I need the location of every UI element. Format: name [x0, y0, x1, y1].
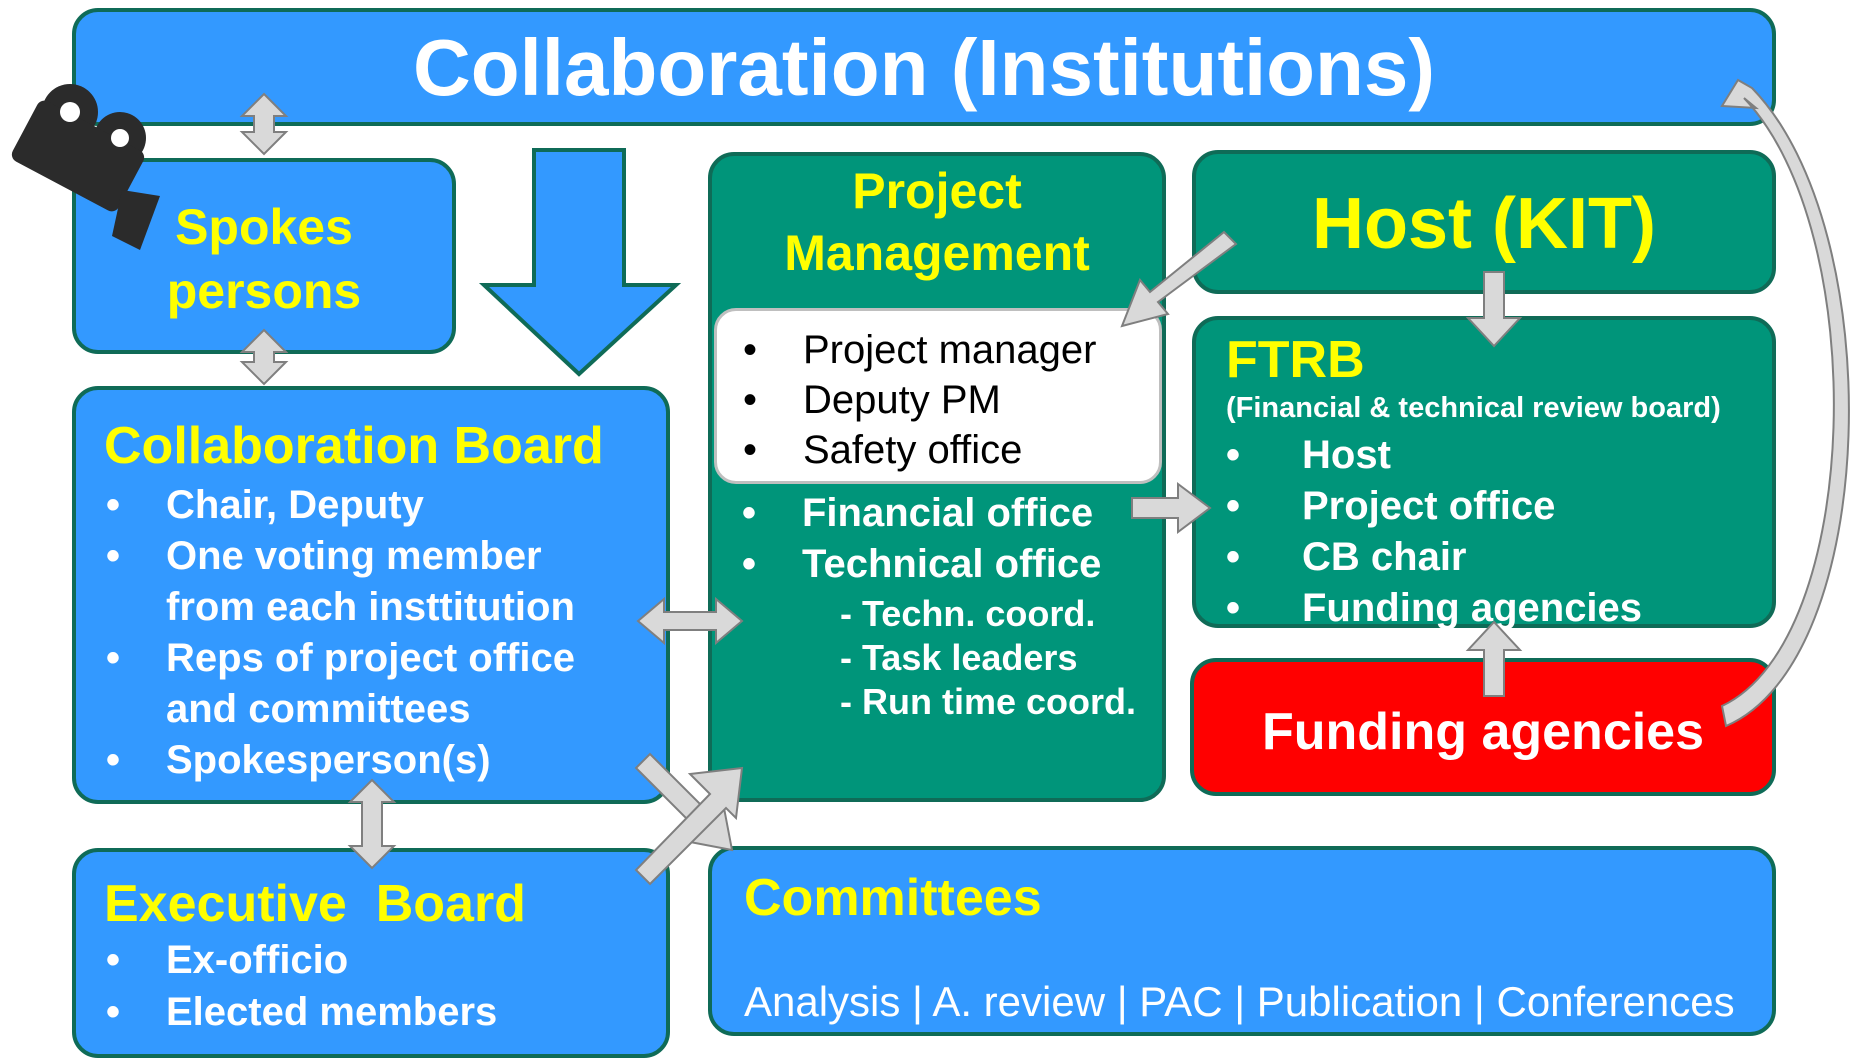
- item-text: Technical office: [802, 542, 1102, 586]
- list-item: • Funding agencies: [1226, 583, 1766, 634]
- project-management-title-2: Management: [784, 225, 1090, 281]
- collaboration-header: Collaboration (Institutions): [72, 8, 1776, 126]
- item-text: Reps of project office: [166, 636, 575, 680]
- spokespersons-title-2: persons: [166, 263, 362, 319]
- item-text-cont: from each insttitution: [166, 585, 575, 629]
- double-arrow-spokes-cb: [239, 328, 289, 386]
- double-arrow-cb-pm: [636, 596, 744, 646]
- list-item: • Technical office: [742, 539, 1162, 590]
- technical-sub-3: - Run time coord.: [840, 681, 1136, 722]
- technical-sub-2: - Task leaders: [840, 637, 1078, 678]
- item-text: Spokesperson(s): [166, 738, 491, 782]
- item-text: Host: [1302, 433, 1391, 477]
- executive-board-list: • Ex-officio • Elected members: [106, 934, 666, 1038]
- list-item: • CB chair: [1226, 532, 1766, 583]
- bullet: •: [743, 428, 758, 472]
- bullet: •: [106, 738, 121, 782]
- bullet: •: [1226, 433, 1241, 477]
- funding-agencies-title: Funding agencies: [1261, 703, 1705, 761]
- list-item: • Financial office: [742, 488, 1162, 539]
- spokespersons-title-1: Spokes: [175, 199, 353, 255]
- cross-arrow-2: [634, 766, 744, 886]
- bullet: •: [743, 378, 758, 422]
- double-arrow-header-spokes: [239, 92, 289, 156]
- bullet: •: [1226, 586, 1241, 630]
- arrow-host-pm: [1120, 230, 1238, 328]
- arrow-funding-ftrb: [1465, 620, 1523, 697]
- bullet: •: [106, 636, 121, 680]
- item-text: Project manager: [803, 328, 1097, 372]
- list-item: • Project manager: [743, 325, 1163, 375]
- bullet: •: [106, 483, 121, 527]
- list-item: • Reps of project office and committees: [106, 633, 666, 735]
- ftrb-subtitle: (Financial & technical review board): [1226, 392, 1721, 424]
- double-arrow-cb-eb: [347, 778, 397, 870]
- item-text: Ex-officio: [166, 938, 349, 982]
- bullet: •: [106, 534, 121, 578]
- item-text-cont: and committees: [166, 687, 471, 731]
- item-text: Safety office: [803, 428, 1023, 472]
- item-text: Financial office: [802, 491, 1094, 535]
- ftrb-box: FTRB (Financial & technical review board…: [1192, 316, 1776, 630]
- technical-sub-1: - Techn. coord.: [840, 593, 1096, 634]
- item-text: CB chair: [1302, 535, 1467, 579]
- bullet: •: [742, 542, 757, 586]
- bullet: •: [106, 990, 121, 1034]
- collaboration-board-title: Collaboration Board: [104, 417, 604, 475]
- host-box: Host (KIT): [1192, 150, 1776, 294]
- list-item: • Project office: [1226, 481, 1766, 532]
- list-item: • Spokesperson(s): [106, 735, 666, 786]
- big-down-arrow: [478, 148, 682, 377]
- item-text: Elected members: [166, 990, 498, 1034]
- list-item: • One voting member from each insttituti…: [106, 531, 666, 633]
- list-item: • Elected members: [106, 986, 666, 1038]
- host-title: Host (KIT): [1312, 184, 1656, 264]
- item-text: Chair, Deputy: [166, 483, 424, 527]
- project-staff-list: • Project manager • Deputy PM • Safety o…: [743, 325, 1163, 475]
- list-item: • Safety office: [743, 425, 1163, 475]
- committees-title: Committees: [744, 869, 1042, 927]
- list-item: • Host: [1226, 430, 1766, 481]
- arrow-pm-ftrb: [1131, 482, 1212, 534]
- bullet: •: [742, 491, 757, 535]
- collaboration-board-list: • Chair, Deputy • One voting member from…: [106, 480, 666, 786]
- committees-list: Analysis | A. review | PAC | Publication…: [744, 978, 1735, 1025]
- list-item: • Chair, Deputy: [106, 480, 666, 531]
- executive-board-box: Executive Board • Ex-officio • Elected m…: [72, 848, 670, 1058]
- item-text: Project office: [1302, 484, 1556, 528]
- bullet: •: [743, 328, 758, 372]
- item-text: One voting member: [166, 534, 542, 578]
- committees-box: Committees Analysis | A. review | PAC | …: [708, 846, 1776, 1036]
- list-item: • Deputy PM: [743, 375, 1163, 425]
- project-management-offices: • Financial office • Technical office: [742, 488, 1162, 590]
- item-text: Deputy PM: [803, 378, 1001, 422]
- list-item: • Ex-officio: [106, 934, 666, 986]
- bullet: •: [1226, 535, 1241, 579]
- project-staff-panel: • Project manager • Deputy PM • Safety o…: [714, 308, 1162, 484]
- project-management-title-1: Project: [852, 163, 1022, 219]
- executive-board-title: Executive Board: [104, 875, 526, 933]
- item-text: Funding agencies: [1302, 586, 1643, 630]
- page-title: Collaboration (Institutions): [412, 23, 1436, 112]
- movie-camera-icon: [11, 84, 160, 250]
- ftrb-list: • Host • Project office • CB chair • Fun…: [1226, 430, 1766, 634]
- bullet: •: [106, 938, 121, 982]
- ftrb-title: FTRB: [1226, 331, 1365, 389]
- collaboration-board-box: Collaboration Board • Chair, Deputy • On…: [72, 386, 670, 804]
- arrow-host-ftrb: [1465, 271, 1523, 348]
- bullet: •: [1226, 484, 1241, 528]
- curved-arrow-funding-header: [1720, 78, 1850, 728]
